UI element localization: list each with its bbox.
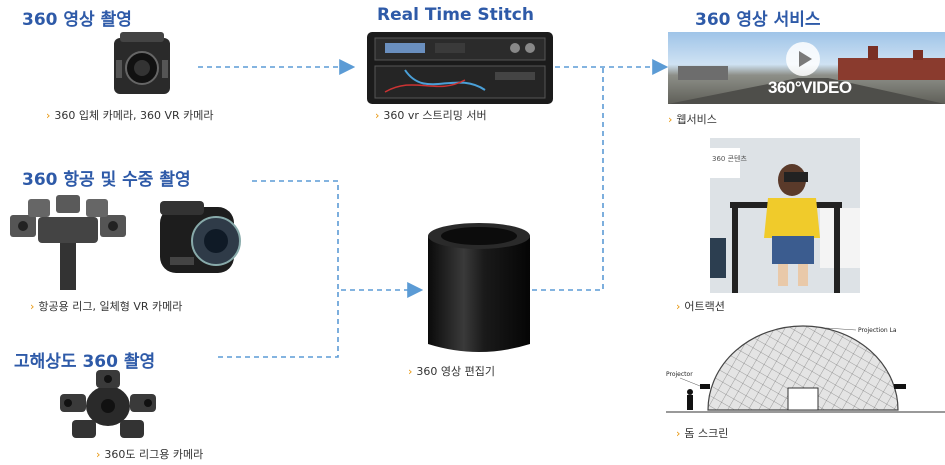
bullet-icon: › bbox=[408, 365, 413, 378]
bullet-icon: › bbox=[676, 427, 681, 440]
dome-screen-diagram: Projector Projection La bbox=[666, 325, 945, 413]
stereo-camera-image bbox=[114, 32, 170, 94]
play-icon bbox=[799, 51, 812, 67]
bullet-icon: › bbox=[668, 113, 673, 126]
heading-360-capture: 360 영상 촬영 bbox=[22, 10, 132, 30]
line-aerial-to-editor bbox=[252, 180, 424, 298]
bullet-icon: › bbox=[46, 109, 51, 122]
dome-projection-label: Projection La bbox=[858, 327, 897, 334]
caption-video-editor: ›360 영상 편집기 bbox=[408, 365, 495, 378]
rig-camera-image bbox=[60, 370, 156, 438]
bullet-icon: › bbox=[30, 300, 35, 313]
caption-rig-camera: ›360도 리그용 카메라 bbox=[96, 448, 204, 461]
heading-360-service: 360 영상 서비스 bbox=[695, 10, 821, 30]
video-editor-computer-image bbox=[428, 223, 530, 352]
bullet-icon: › bbox=[676, 300, 681, 313]
play-button[interactable] bbox=[786, 42, 820, 76]
caption-dome-screen: ›돔 스크린 bbox=[676, 427, 729, 440]
bullet-icon: › bbox=[96, 448, 101, 461]
caption-aerial-rig: ›항공용 리그, 일체형 VR 카메라 bbox=[30, 300, 183, 313]
integrated-vr-camera-image bbox=[160, 201, 241, 273]
attraction-scene-image bbox=[710, 138, 860, 293]
caption-stereo-camera: ›360 입체 카메라, 360 VR 카메라 bbox=[46, 109, 214, 122]
heading-high-resolution: 고해상도 360 촬영 bbox=[14, 352, 156, 372]
attraction-photo: 360 콘텐츠 bbox=[710, 138, 860, 293]
booth-sign-text: 360 콘텐츠 bbox=[712, 155, 747, 163]
caption-attraction: ›어트랙션 bbox=[676, 300, 725, 313]
caption-web-service: ›웹서비스 bbox=[668, 113, 717, 126]
360-video-thumbnail[interactable]: 360°VIDEO bbox=[668, 32, 945, 104]
streaming-server-image bbox=[367, 32, 553, 104]
dome-projector-label: Projector bbox=[666, 371, 693, 378]
line-editor-to-service bbox=[532, 67, 604, 291]
aerial-rig-image bbox=[10, 195, 126, 290]
heading-aerial-underwater: 360 항공 및 수중 촬영 bbox=[22, 170, 191, 190]
line-hires-to-editor bbox=[218, 290, 339, 358]
bullet-icon: › bbox=[375, 109, 380, 122]
caption-streaming-server: ›360 vr 스트리밍 서버 bbox=[375, 109, 487, 122]
street-scene-image bbox=[668, 46, 945, 104]
heading-real-time-stitch: Real Time Stitch bbox=[377, 5, 534, 25]
360-video-label: 360°VIDEO bbox=[768, 78, 852, 97]
